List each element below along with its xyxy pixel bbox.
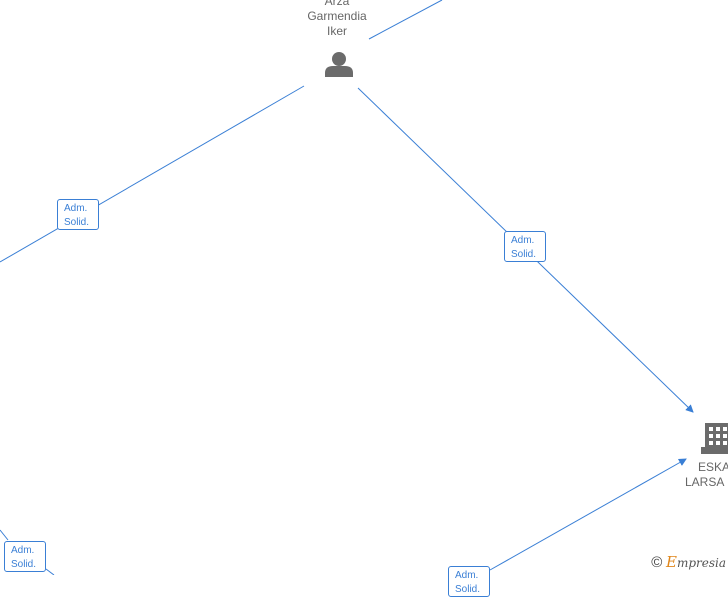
edge-line-bottom-left-a [0,529,9,541]
edge-label-bottom[interactable]: Adm. Solid. [448,566,490,597]
edge-label-type: Solid. [455,584,481,595]
company-name-line-1: ESKA [698,460,728,474]
edge-line-left [0,85,305,263]
person-icon[interactable] [325,52,353,77]
edge-label-role: Adm. [11,545,35,556]
edge-label-left[interactable]: Adm. Solid. [57,199,99,230]
edge-label-type: Solid. [511,249,537,260]
person-name-line-2: Garmendia [307,9,367,23]
copyright-symbol: © [651,554,663,571]
edge-label-bottom-left[interactable]: Adm. Solid. [4,541,46,572]
brand-name: mpresia [676,556,726,570]
brand-initial: E [665,553,677,571]
edge-line-bottom-right [489,458,687,571]
edge-label-type: Solid. [64,217,90,228]
edge-label-right[interactable]: Adm. Solid. [504,231,546,262]
edge-label-role: Adm. [511,235,535,246]
graph-canvas [0,0,728,575]
edge-line-top [368,0,443,40]
edge-label-role: Adm. [455,570,479,581]
building-icon[interactable] [701,423,728,454]
company-name-line-2: LARSA [685,475,725,489]
edge-label-role: Adm. [64,203,88,214]
person-name-line-3: Iker [326,24,347,38]
edge-label-type: Solid. [11,559,37,570]
company-name[interactable]: ESKA LARSA [684,460,728,490]
edge-line-bottom-left-b [45,568,55,575]
person-name[interactable]: Arza Garmendia Iker [297,0,377,39]
empresia-watermark: © Empresia [651,553,726,571]
person-name-line-1: Arza [324,0,350,8]
